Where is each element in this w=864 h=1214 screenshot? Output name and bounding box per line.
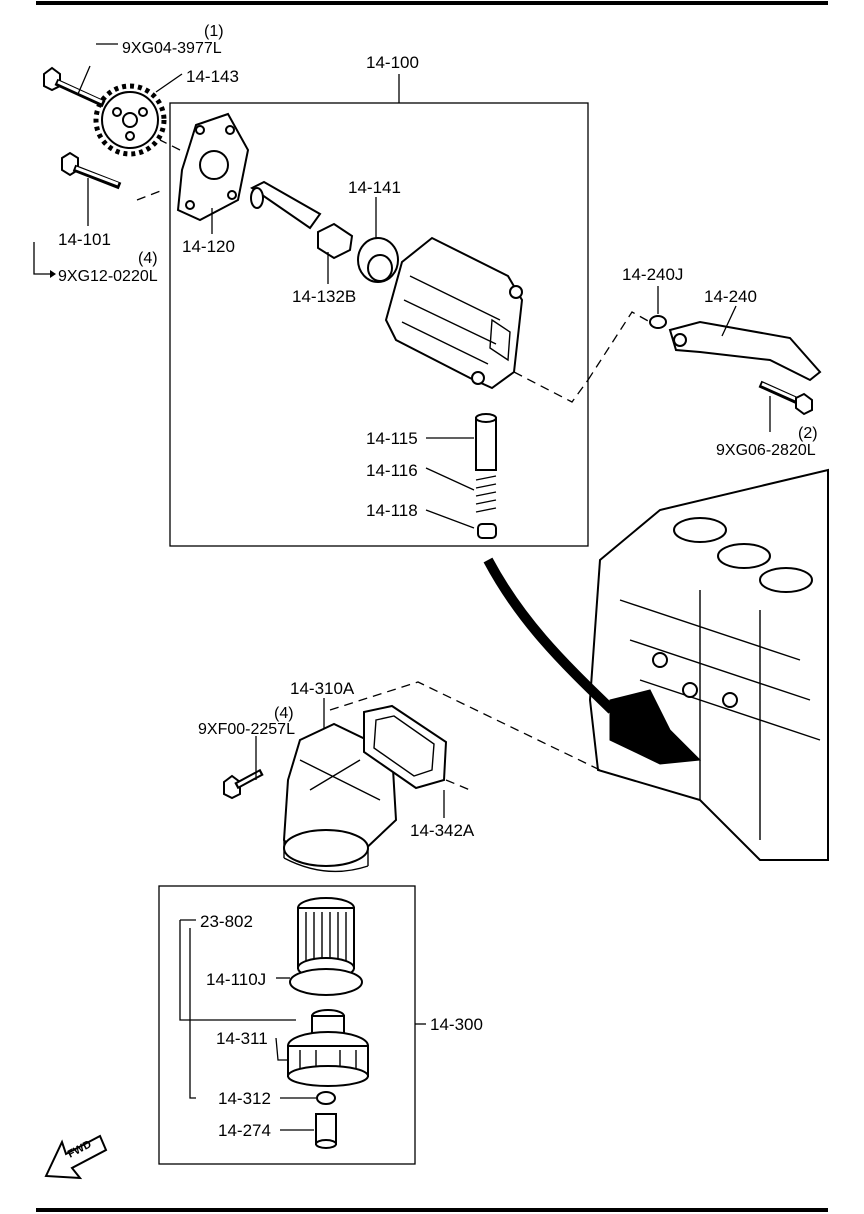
filter-cap-part[interactable]	[287, 1009, 369, 1087]
outer-rotor-part[interactable]	[357, 237, 399, 283]
oil-pipe-part[interactable]	[668, 320, 822, 382]
oring-part[interactable]	[649, 315, 667, 329]
pump-location-arrow	[483, 557, 616, 714]
plunger-part[interactable]	[475, 413, 497, 471]
top-bolt-qty: (1)	[204, 23, 224, 40]
pump-group-box	[169, 102, 589, 547]
pump-shaft-part[interactable]	[250, 180, 322, 230]
filter-body-part-number: 14-310A	[290, 679, 355, 698]
pump-bolt-part-number: 14-101	[58, 230, 111, 249]
filter-gasket-part[interactable]	[363, 704, 448, 790]
drain-plug-part[interactable]	[315, 1113, 337, 1149]
top-bolt-part-number: 9XG04-3977L	[122, 40, 222, 57]
pump-body-part[interactable]	[384, 236, 524, 390]
pump-bolt-spec-number: 9XG12-0220L	[58, 268, 158, 285]
forward-arrow-icon: FWD	[44, 1134, 108, 1180]
inner-rotor-part[interactable]	[317, 222, 354, 260]
filter-bolt-part-number: 9XF00-2257L	[198, 721, 295, 738]
filter-cap-part-number: 14-311	[216, 1029, 268, 1048]
rotor-part-number: 14-132B	[292, 287, 356, 306]
element-oring-part-number: 14-110J	[206, 970, 266, 989]
filter-group-box	[158, 885, 416, 1165]
filter-assembly-part-number: 14-300	[430, 1015, 483, 1034]
cap-oring-part-number: 14-312	[218, 1089, 271, 1108]
element-oring-part[interactable]	[289, 968, 363, 996]
pump-bolt-qty: (4)	[138, 250, 158, 267]
filter-element-part[interactable]	[297, 897, 355, 979]
sprocket-bolt-part[interactable]	[43, 66, 106, 108]
pump-assembly-part-number: 14-100	[366, 53, 419, 72]
engine-block-illustration	[588, 468, 829, 861]
pump-shaft-part-number: 14-141	[348, 178, 401, 197]
filter-body-part[interactable]	[282, 722, 398, 873]
drain-plug-part-number: 14-274	[218, 1121, 271, 1140]
oring-part-number: 14-240J	[622, 265, 683, 284]
filter-gasket-part-number: 14-342A	[410, 821, 475, 840]
filter-bolt-qty: (4)	[274, 705, 294, 722]
sprocket-part-number: 14-143	[186, 67, 239, 86]
cap-oring-part[interactable]	[316, 1091, 336, 1105]
spring-part[interactable]	[475, 475, 497, 513]
pipe-bolt-part[interactable]	[758, 380, 813, 416]
oil-pipe-part-number: 14-240	[704, 287, 757, 306]
filter-element-part-number: 23-802	[200, 912, 253, 931]
plug-part[interactable]	[477, 523, 497, 539]
plunger-part-number: 14-115	[366, 429, 418, 448]
pump-bolt-part[interactable]	[61, 151, 122, 190]
pipe-bolt-qty: (2)	[798, 425, 818, 442]
spring-part-number: 14-116	[366, 461, 418, 480]
plug-part-number: 14-118	[366, 501, 418, 520]
pipe-bolt-part-number: 9XG06-2820L	[716, 442, 816, 459]
cover-plate-part-number: 14-120	[182, 237, 235, 256]
sprocket-part[interactable]	[93, 83, 167, 157]
cover-plate-part[interactable]	[176, 112, 250, 222]
